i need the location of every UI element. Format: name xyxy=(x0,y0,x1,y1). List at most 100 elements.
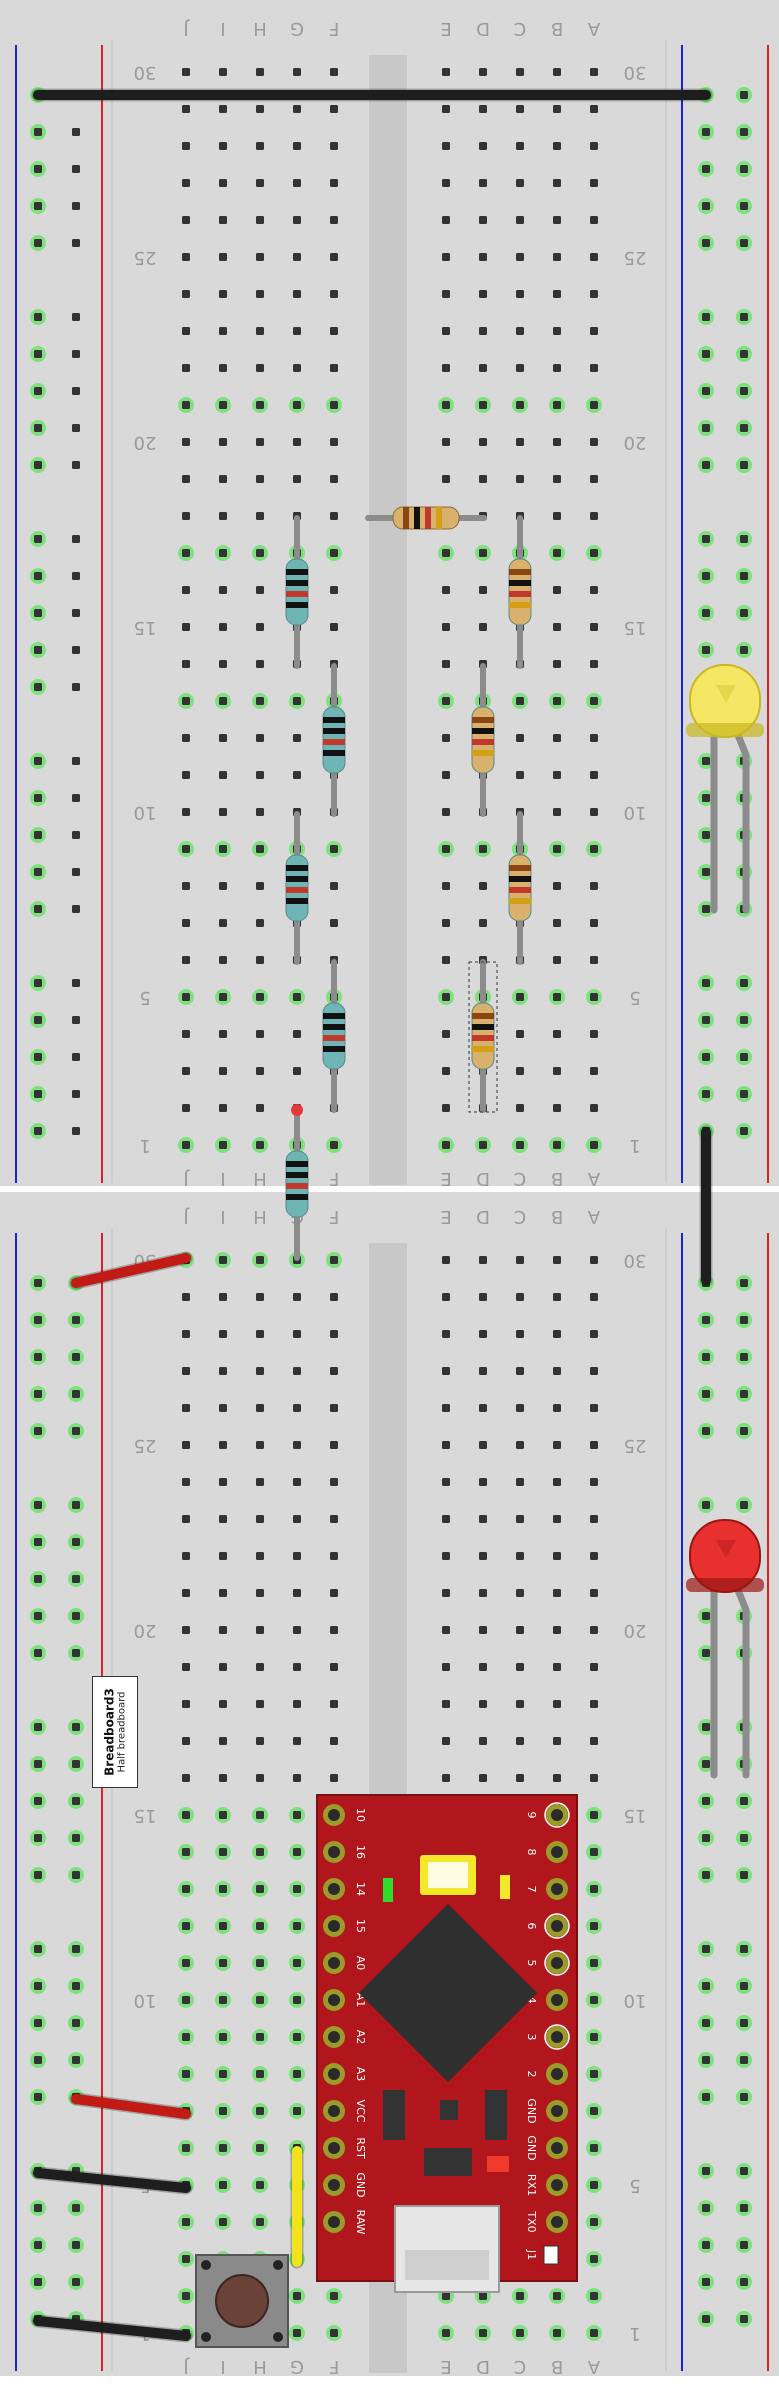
hole xyxy=(219,549,227,557)
resistor-band xyxy=(472,717,494,723)
hole xyxy=(256,1663,264,1671)
rail-hole xyxy=(34,979,42,987)
hole xyxy=(256,68,264,76)
hole xyxy=(182,771,190,779)
rail-hole xyxy=(740,572,748,580)
hole xyxy=(182,364,190,372)
hole xyxy=(182,2218,190,2226)
hole xyxy=(479,2329,487,2337)
pushbutton-corner xyxy=(201,2332,211,2342)
rail-hole xyxy=(740,979,748,987)
column-letter: E xyxy=(440,18,451,39)
rail-hole xyxy=(34,1612,42,1620)
hole xyxy=(256,2107,264,2115)
row-number-label: 15 xyxy=(624,617,647,638)
hole xyxy=(516,993,524,1001)
hole xyxy=(590,1293,598,1301)
row-number-label: 30 xyxy=(134,62,157,83)
hole xyxy=(479,327,487,335)
rail-hole xyxy=(72,2241,80,2249)
resistor-band xyxy=(323,728,345,734)
hole xyxy=(219,1030,227,1038)
hole xyxy=(256,401,264,409)
rail-hole xyxy=(702,461,710,469)
hole xyxy=(479,549,487,557)
hole xyxy=(182,1848,190,1856)
hole xyxy=(256,734,264,742)
hole xyxy=(256,105,264,113)
rail-hole xyxy=(740,1945,748,1953)
resistor-band xyxy=(323,1035,345,1041)
hole xyxy=(293,1441,301,1449)
hole xyxy=(330,105,338,113)
hole xyxy=(590,2033,598,2041)
hole xyxy=(256,1811,264,1819)
arduino-pin-label: 7 xyxy=(525,1886,538,1893)
rail-hole xyxy=(740,2315,748,2323)
hole xyxy=(182,1478,190,1486)
hole xyxy=(590,2070,598,2078)
rail-hole xyxy=(702,1053,710,1061)
hole xyxy=(219,1515,227,1523)
hole xyxy=(442,882,450,890)
rail-hole xyxy=(702,1871,710,1879)
row-number-label: 10 xyxy=(624,1990,647,2011)
rail-hole xyxy=(702,1612,710,1620)
hole xyxy=(590,68,598,76)
rail-hole xyxy=(72,1723,80,1731)
hole xyxy=(330,438,338,446)
hole xyxy=(590,1552,598,1560)
hole xyxy=(479,1589,487,1597)
hole xyxy=(590,1663,598,1671)
column-letter: A xyxy=(587,1206,600,1227)
hole xyxy=(182,1367,190,1375)
hole xyxy=(293,697,301,705)
pushbutton-corner xyxy=(201,2260,211,2270)
pushbutton-cap xyxy=(215,2274,269,2328)
column-letter: A xyxy=(587,2356,600,2377)
hole xyxy=(256,1441,264,1449)
hole xyxy=(553,216,561,224)
hole xyxy=(479,1141,487,1149)
hole xyxy=(516,1141,524,1149)
arduino-pin-hole xyxy=(551,1957,563,1969)
hole xyxy=(590,1700,598,1708)
rail-hole xyxy=(702,1090,710,1098)
rail-hole xyxy=(72,905,80,913)
hole xyxy=(479,1293,487,1301)
hole xyxy=(293,1737,301,1745)
hole xyxy=(219,1067,227,1075)
hole xyxy=(256,1030,264,1038)
hole xyxy=(553,1663,561,1671)
hole xyxy=(293,253,301,261)
arduino-pin-label: 16 xyxy=(354,1845,367,1859)
hole xyxy=(442,290,450,298)
rail-hole xyxy=(702,646,710,654)
hole xyxy=(590,845,598,853)
rail-hole xyxy=(72,1797,80,1805)
hole xyxy=(330,1552,338,1560)
hole xyxy=(590,1478,598,1486)
hole xyxy=(516,2292,524,2300)
led-rim xyxy=(686,1578,764,1592)
hole xyxy=(553,734,561,742)
hole xyxy=(590,2218,598,2226)
hole xyxy=(553,512,561,520)
rail-hole xyxy=(702,2167,710,2175)
hole xyxy=(182,956,190,964)
hole xyxy=(219,327,227,335)
hole xyxy=(590,512,598,520)
hole xyxy=(553,1256,561,1264)
arduino-pin-label: 3 xyxy=(525,2034,538,2041)
hole xyxy=(256,1256,264,1264)
rail-hole xyxy=(34,1834,42,1842)
rail-hole xyxy=(740,461,748,469)
hole xyxy=(256,1067,264,1075)
column-letter: C xyxy=(514,18,527,39)
hole xyxy=(182,1626,190,1634)
resistor-band xyxy=(286,876,308,882)
hole xyxy=(182,2033,190,2041)
rail-hole xyxy=(34,1501,42,1509)
hole xyxy=(553,1700,561,1708)
hole xyxy=(479,1367,487,1375)
